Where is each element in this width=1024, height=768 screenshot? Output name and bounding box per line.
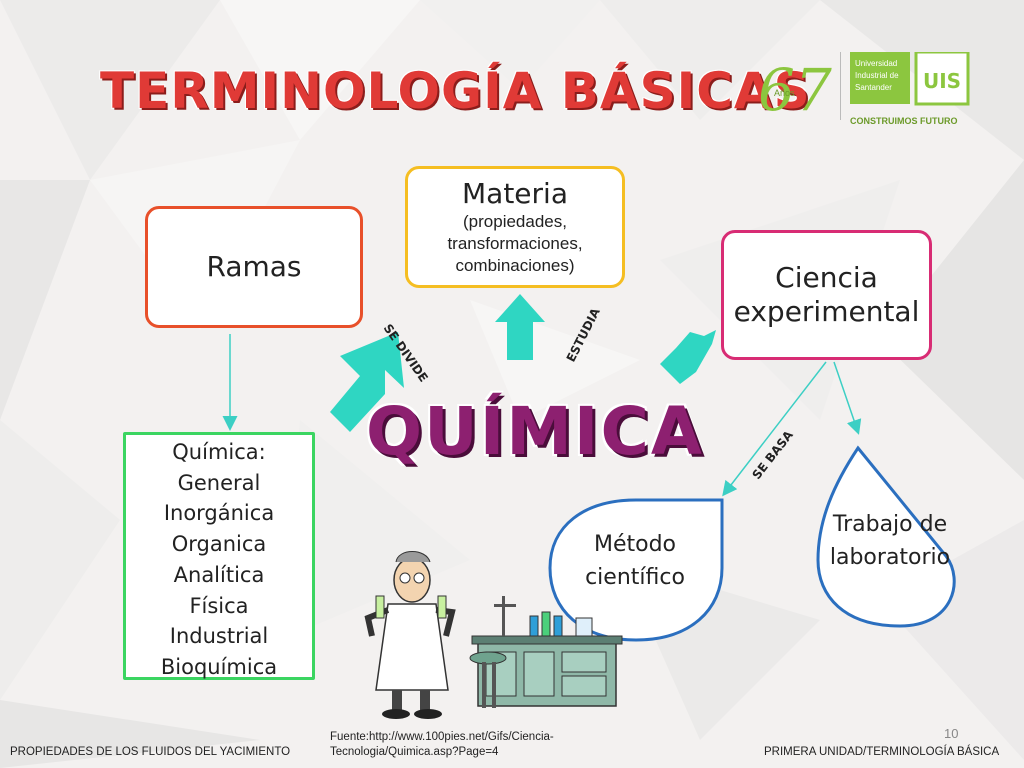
slide-title: TERMINOLOGÍA BÁSICAS (100, 62, 811, 120)
list-item: Inorgánica (163, 501, 275, 526)
trabajo-line-1: Trabajo de (832, 512, 948, 537)
list-item: General (177, 470, 261, 495)
metodo-line-2: científico (585, 565, 685, 590)
anniversary-word: Años (774, 88, 795, 98)
motto: CONSTRUIMOS FUTURO (850, 116, 958, 126)
node-metodo-cientifico: Método científico (560, 528, 710, 594)
trabajo-line-2: laboratorio (829, 545, 951, 570)
source-line-1: Fuente:http://www.100pies.net/Gifs/Cienc… (330, 731, 554, 743)
list-item: Industrial (169, 624, 269, 649)
materia-sub-3: combinaciones) (455, 256, 575, 275)
list-item: Organica (171, 532, 267, 557)
university-line-3: Santander (855, 83, 892, 92)
ciencia-line-1: Ciencia (775, 261, 878, 294)
page-number: 10 (944, 726, 959, 741)
list-item: Física (189, 593, 249, 618)
anniversary-67-logo: 67 Años (758, 56, 832, 124)
ciencia-line-2: experimental (733, 295, 920, 328)
university-line-2: Industrial de (855, 71, 899, 80)
logo-divider (840, 52, 841, 120)
node-ciencia-experimental: Ciencia experimental (721, 230, 932, 360)
materia-sub-2: transformaciones, (447, 234, 583, 253)
materia-title: Materia (462, 177, 568, 210)
center-word-quimica: QUÍMICA (366, 393, 705, 470)
source-line-2: Tecnologia/Quimica.asp?Page=4 (330, 746, 499, 758)
uis-mark: UIS (923, 69, 961, 93)
footer-left: PROPIEDADES DE LOS FLUIDOS DEL YACIMIENT… (10, 746, 291, 758)
node-materia: Materia (propiedades, transformaciones, … (405, 166, 625, 288)
materia-sub-1: (propiedades, (463, 212, 567, 231)
list-item: Química: (172, 440, 266, 464)
ramas-label: Ramas (206, 250, 302, 283)
node-trabajo-laboratorio: Trabajo de laboratorio (812, 508, 968, 574)
node-quimica-branches: Química: General Inorgánica Organica Ana… (123, 432, 315, 680)
list-item: Bioquímica (160, 654, 278, 679)
footer-right: PRIMERA UNIDAD/TERMINOLOGÍA BÁSICA (764, 746, 1000, 758)
node-ramas: Ramas (145, 206, 363, 328)
anniversary-number: 67 (758, 56, 832, 124)
metodo-line-1: Método (593, 532, 677, 557)
uis-logo: Universidad Industrial de Santander UIS … (850, 52, 970, 126)
list-item: Analítica (173, 562, 265, 587)
university-line-1: Universidad (855, 59, 897, 68)
